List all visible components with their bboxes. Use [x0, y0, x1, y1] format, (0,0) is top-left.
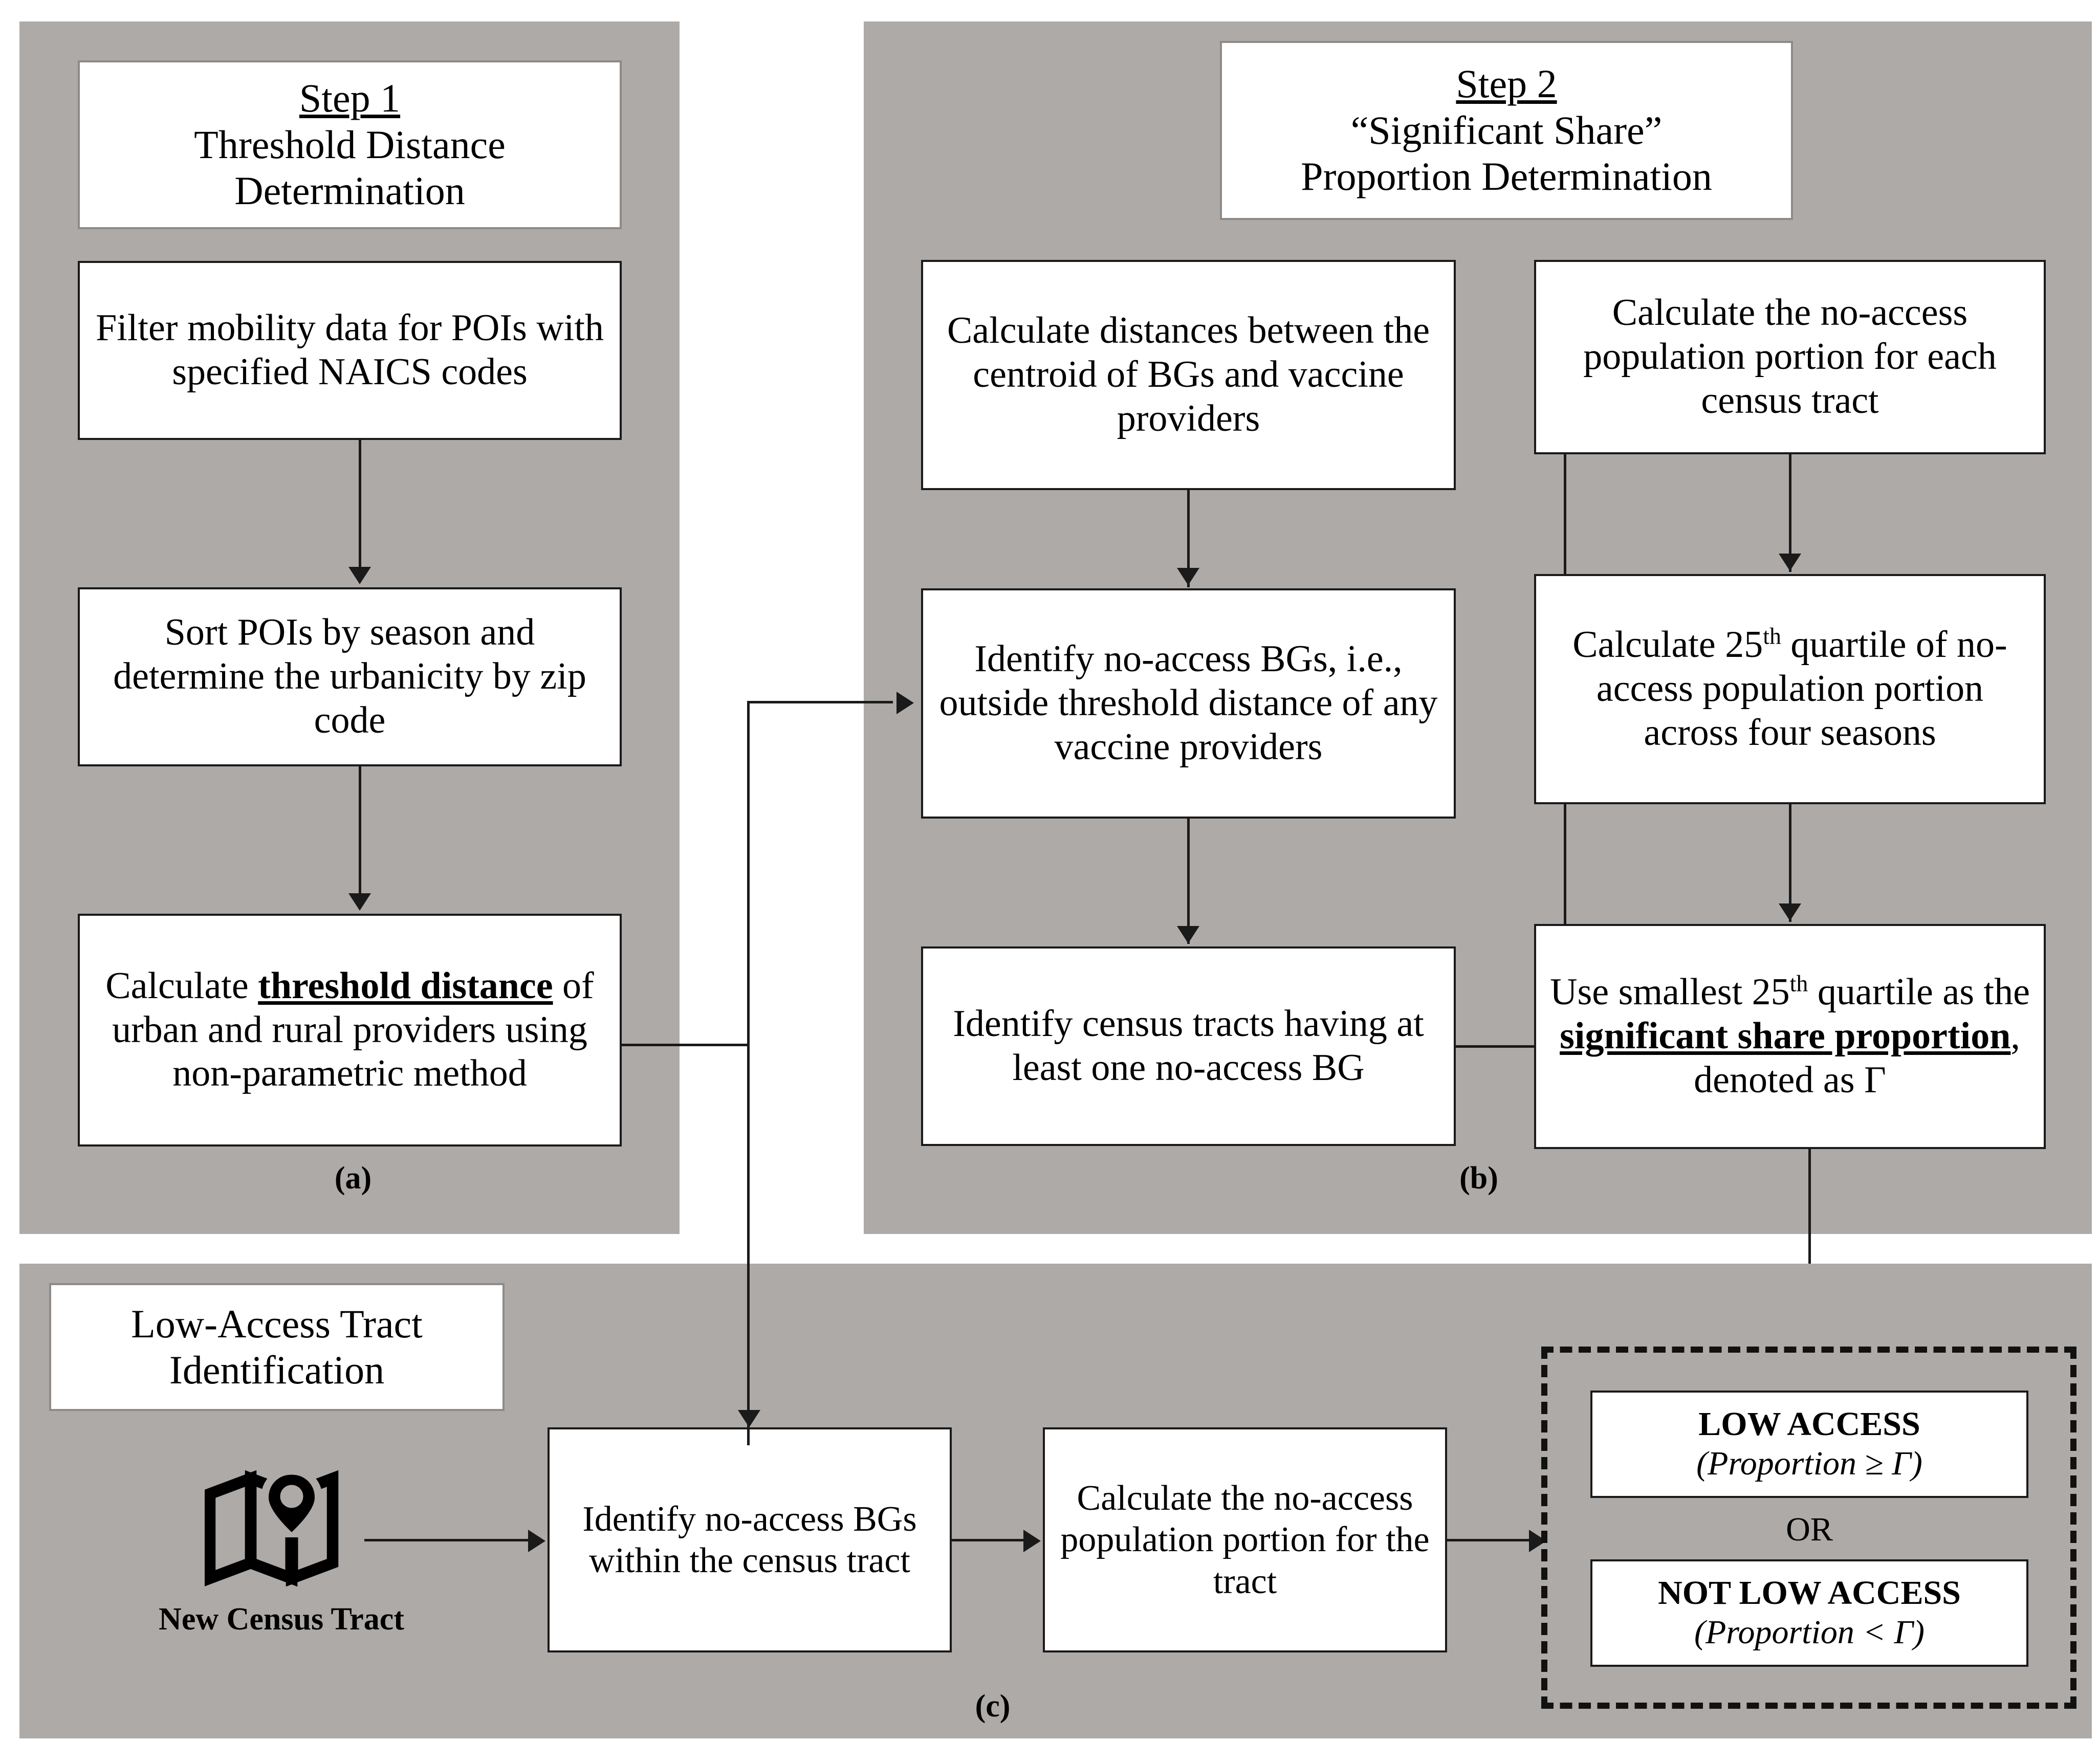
connector-sort-to-threshold [359, 766, 361, 897]
connector-quartile-to-smallest [1789, 804, 1791, 922]
panel-b-title-line1: Step 2 [1456, 61, 1557, 106]
box-low-access: LOW ACCESS (Proportion ≥ Γ) [1590, 1391, 2028, 1498]
panel-a-letter: (a) [334, 1161, 372, 1196]
panel-a-title-line3: Determination [234, 168, 465, 213]
panel-b-letter: (b) [1459, 1161, 1498, 1196]
not-low-access-condition: (Proportion < Γ) [1694, 1614, 1925, 1651]
box-filter-pois-text: Filter mobility data for POIs with speci… [96, 307, 604, 393]
box-calc-no-access-portion-tract: Calculate the no-access population porti… [1043, 1427, 1447, 1652]
panel-b-title-line2: “Significant Share” [1350, 107, 1663, 152]
map-icon-label: New Census Tract [159, 1602, 404, 1637]
use-smallest-post: , denoted as Γ [1694, 1015, 2020, 1101]
connector-distances-to-bgs [1187, 490, 1190, 587]
panel-c-title-box: Low-Access Tract Identification [49, 1283, 505, 1411]
connector-tracts-right-seg [1456, 1045, 1566, 1048]
connector-icon-to-identify [364, 1539, 533, 1541]
arrowhead-identify-to-calc [1023, 1530, 1041, 1552]
calc-threshold-pre: Calculate [105, 964, 258, 1007]
calc-quartile-post: quartile of no-access population portion… [1596, 624, 2007, 754]
not-low-access-title: NOT LOW ACCESS [1658, 1574, 1961, 1612]
arrowhead-bgs-to-tracts [1177, 926, 1199, 943]
box-filter-pois: Filter mobility data for POIs with speci… [78, 261, 622, 440]
low-access-title: LOW ACCESS [1698, 1405, 1920, 1443]
box-calc-no-access-portion-text: Calculate the no-access population porti… [1583, 292, 1997, 422]
box-identify-no-access-bgs-text: Identify no-access BGs, i.e., outside th… [939, 638, 1438, 768]
connector-filter-to-sort [359, 440, 361, 570]
calc-quartile-pre: Calculate 25 [1572, 624, 1763, 666]
box-not-low-access: NOT LOW ACCESS (Proportion < Γ) [1590, 1559, 2028, 1667]
connector-smallest-to-decision [1808, 1149, 1811, 1333]
low-access-condition: (Proportion ≥ Γ) [1696, 1445, 1922, 1482]
calc-threshold-emph: threshold distance [258, 964, 553, 1007]
calc-quartile-sup: th [1763, 623, 1781, 649]
panel-c-title-line2: Identification [169, 1348, 385, 1392]
box-use-smallest-quartile-text: Use smallest 25th quartile as the signif… [1536, 971, 2044, 1102]
box-calc-threshold-text: Calculate threshold distance of urban an… [80, 964, 620, 1096]
arrowhead-quartile-to-smallest [1779, 903, 1801, 921]
use-smallest-emph: significant share proportion [1560, 1015, 2011, 1057]
box-calc-distances-text: Calculate distances between the centroid… [947, 310, 1430, 439]
panel-a-title-line2: Threshold Distance [194, 122, 506, 167]
decision-separator-or: OR [1786, 1511, 1833, 1548]
arrowhead-portion-to-quartile [1779, 554, 1801, 571]
decision-group-dashed-border [1541, 1347, 2076, 1709]
box-identify-no-access-bgs-tract-text: Identify no-access BGs within the census… [582, 1499, 917, 1580]
arrowhead-filter-to-sort [348, 567, 371, 584]
arrowhead-threshold-to-tract-box [738, 1410, 760, 1427]
connector-threshold-right-seg [622, 1044, 750, 1046]
box-use-smallest-quartile: Use smallest 25th quartile as the signif… [1534, 924, 2046, 1149]
connector-portion-to-quartile [1789, 454, 1791, 572]
panel-a-title-box: Step 1 Threshold Distance Determination [78, 60, 622, 229]
panel-b-title-line3: Proportion Determination [1301, 154, 1712, 199]
box-sort-pois: Sort POIs by season and determine the ur… [78, 587, 622, 766]
connector-calc-to-decision [1447, 1539, 1542, 1541]
calc-threshold-post: of urban and rural providers using non-p… [112, 964, 594, 1095]
use-smallest-sup: th [1789, 970, 1808, 997]
box-identify-census-tracts-text: Identify census tracts having at least o… [953, 1003, 1424, 1089]
connector-threshold-into-bgs-seg [747, 701, 893, 703]
arrowhead-threshold-to-bgs [897, 692, 914, 714]
box-identify-no-access-bgs-tract: Identify no-access BGs within the census… [548, 1427, 952, 1652]
box-identify-census-tracts: Identify census tracts having at least o… [921, 946, 1456, 1146]
connector-threshold-vertical-seg [747, 701, 750, 1445]
box-calc-quartile-text: Calculate 25th quartile of no-access pop… [1536, 623, 2044, 755]
use-smallest-pre: Use smallest 25 [1550, 971, 1790, 1013]
box-identify-no-access-bgs: Identify no-access BGs, i.e., outside th… [921, 588, 1456, 819]
box-sort-pois-text: Sort POIs by season and determine the ur… [113, 611, 586, 741]
arrowhead-distances-to-bgs [1177, 568, 1199, 585]
arrowhead-sort-to-threshold [348, 893, 371, 911]
panel-b-title-box: Step 2 “Significant Share” Proportion De… [1220, 41, 1793, 220]
connector-identify-to-calc [952, 1539, 1034, 1541]
panel-a-title-line1: Step 1 [299, 76, 401, 121]
box-calc-threshold: Calculate threshold distance of urban an… [78, 914, 622, 1146]
use-smallest-mid: quartile as the [1808, 971, 2030, 1013]
box-calc-distances: Calculate distances between the centroid… [921, 260, 1456, 490]
map-location-icon [204, 1463, 358, 1591]
arrowhead-icon-to-identify [528, 1530, 545, 1552]
connector-bgs-to-tracts [1187, 819, 1190, 944]
box-calc-no-access-portion-tract-text: Calculate the no-access population porti… [1060, 1479, 1430, 1601]
box-calc-no-access-portion: Calculate the no-access population porti… [1534, 260, 2046, 454]
panel-c-letter: (c) [975, 1689, 1011, 1724]
panel-c-title-line1: Low-Access Tract [131, 1301, 423, 1346]
box-calc-quartile: Calculate 25th quartile of no-access pop… [1534, 574, 2046, 804]
